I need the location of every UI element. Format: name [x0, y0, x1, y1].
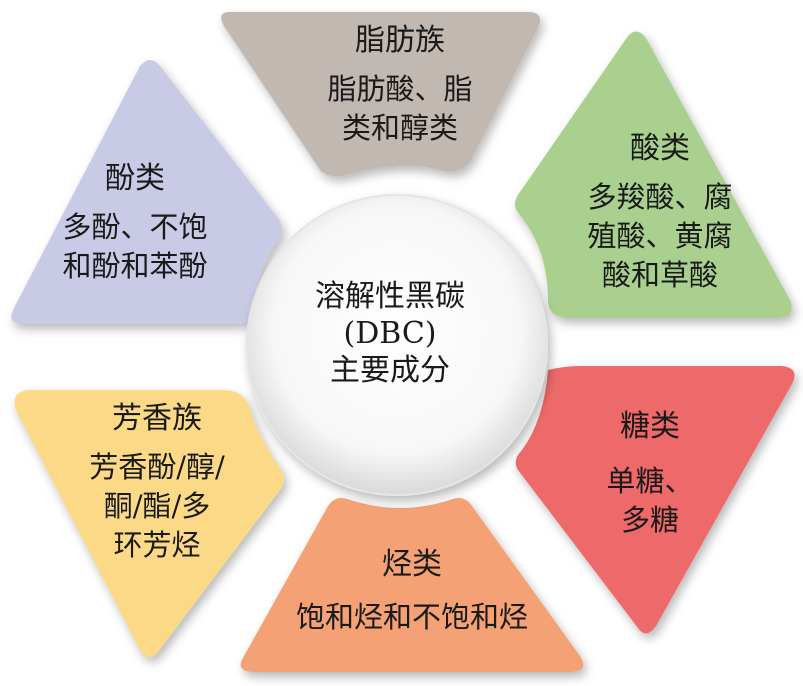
segment-aromatic: 芳香族 芳香酚/醇/ 酮/酯/多 环芳烃 — [62, 400, 252, 565]
segment-fatty-shape — [221, 12, 541, 177]
segment-hydrocarbon-title: 烃类 — [382, 547, 442, 582]
segment-acid-body-3: 酸和草酸 — [601, 258, 718, 292]
segment-sugar-body-1: 单糖、 — [606, 464, 694, 498]
segment-aromatic-body-3: 环芳烃 — [113, 528, 201, 562]
center-label-line-1: 溶解性黑碳 — [315, 279, 465, 314]
segment-aromatic-body-1: 芳香酚/醇/ — [89, 450, 225, 484]
segment-phenol-body-1: 多酚、不饱 — [62, 210, 208, 244]
segment-sugar-shape — [515, 366, 795, 634]
segment-fatty-title: 脂肪族 — [355, 23, 445, 58]
segment-sugar-title: 糖类 — [620, 409, 680, 444]
segment-phenol-body-2: 和酚和苯酚 — [62, 249, 208, 283]
segment-acid: 酸类 多羧酸、腐 殖酸、黄腐 酸和草酸 — [560, 130, 760, 295]
segment-fatty-body-1: 脂肪酸、脂 — [327, 72, 473, 106]
segment-acid-title: 酸类 — [630, 131, 690, 166]
segment-sugar: 糖类 单糖、 多糖 — [560, 408, 740, 540]
segment-phenol-shape — [11, 60, 282, 324]
segment-aromatic-body-2: 酮/酯/多 — [103, 489, 211, 523]
segment-sugar-body-2: 多糖 — [620, 503, 679, 537]
center-label-line-2: (DBC) — [343, 316, 437, 351]
segment-acid-body-1: 多羧酸、腐 — [587, 180, 733, 214]
center-label-line-3: 主要成分 — [330, 353, 450, 388]
segment-acid-shape — [515, 31, 792, 318]
segment-fatty-body-2: 类和醇类 — [341, 111, 458, 145]
segment-phenol-title: 酚类 — [105, 161, 165, 196]
segment-phenol: 酚类 多酚、不饱 和酚和苯酚 — [40, 160, 230, 286]
segment-hydrocarbon-body-1: 饱和烃和不饱和烃 — [295, 600, 528, 634]
segment-hydrocarbon-shape — [240, 498, 584, 672]
center-circle — [246, 194, 548, 496]
segment-aromatic-shape — [14, 390, 284, 658]
segment-fatty: 脂肪族 脂肪酸、脂 类和醇类 — [270, 22, 530, 148]
segment-hydrocarbon: 烃类 饱和烃和不饱和烃 — [262, 546, 562, 637]
center-label: 溶解性黑碳 (DBC) 主要成分 — [280, 278, 500, 389]
segment-acid-body-2: 殖酸、黄腐 — [587, 219, 733, 253]
segment-aromatic-title: 芳香族 — [112, 401, 202, 436]
